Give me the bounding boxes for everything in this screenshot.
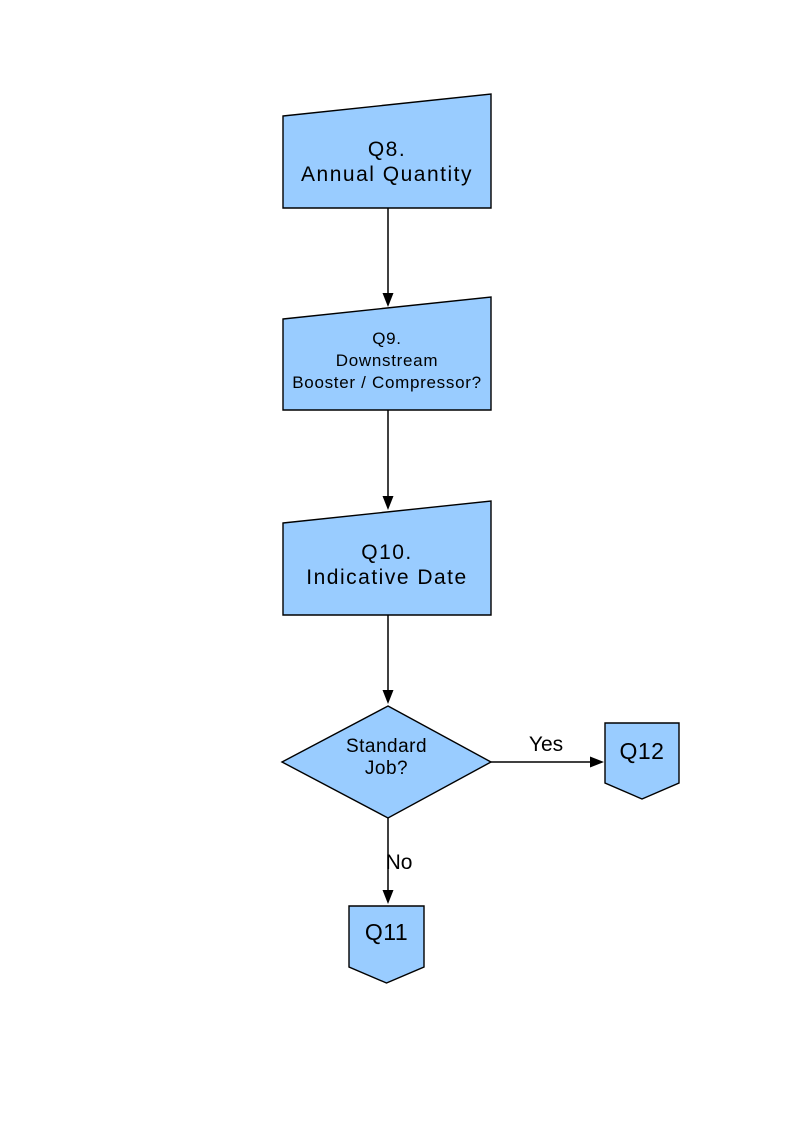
arrowhead-q10-decision [382, 690, 394, 704]
node-q11-label-text: Q11 [364, 919, 409, 945]
edge-label-yes: Yes [528, 733, 564, 756]
node-decision-label-line2: Job? [364, 758, 409, 779]
node-q10-label: Q10. Indicative Date [283, 540, 491, 590]
node-q9-shape [282, 296, 492, 411]
node-q12-label-text: Q12 [619, 738, 665, 764]
node-q8-label-line1: Q8. [367, 138, 407, 161]
arrowhead-q8-q9 [382, 293, 394, 307]
node-decision-label: Standard Job? [282, 736, 491, 780]
arrowhead-q9-q10 [382, 496, 394, 510]
node-q11-label: Q11 [349, 920, 424, 945]
node-q9-label: Q9. Downstream Booster / Compressor? [283, 328, 491, 394]
node-q8-label-line2: Annual Quantity [301, 163, 473, 186]
arrowhead-decision-q12 [590, 756, 604, 768]
node-q12-shape [604, 722, 680, 800]
node-q8-label: Q8. Annual Quantity [283, 137, 491, 187]
node-q10-label-line1: Q10. [361, 541, 413, 564]
node-q10-label-line2: Indicative Date [306, 566, 468, 589]
edge-label-no: No [385, 851, 413, 874]
node-q12-label: Q12 [605, 739, 679, 764]
node-q9-label-line1: Q9. [372, 329, 402, 348]
node-q9-label-line3: Booster / Compressor? [292, 373, 482, 392]
node-q9-label-line2: Downstream [335, 351, 439, 370]
node-decision-label-line1: Standard [345, 736, 428, 757]
node-q11-shape [348, 905, 425, 984]
arrowhead-decision-q11 [382, 890, 394, 904]
node-q10-shape [282, 500, 492, 616]
node-q8-shape [282, 93, 492, 209]
